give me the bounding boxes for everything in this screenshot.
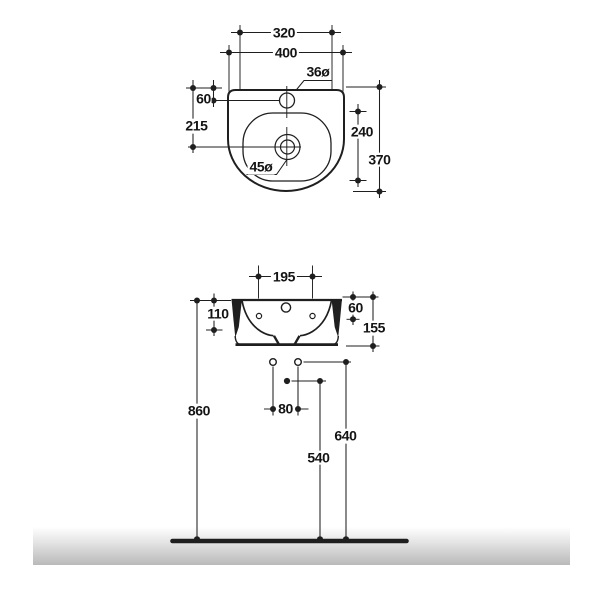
dim-label-860: 860	[185, 402, 213, 419]
overflow-hole-right	[309, 312, 316, 320]
dim-label-400: 400	[272, 44, 300, 61]
tap-hole-front-view	[280, 302, 292, 313]
dim-label-110: 110	[205, 305, 231, 322]
overflow-hole-left	[255, 312, 263, 320]
drain-trap-right	[293, 335, 301, 345]
dim-label-195: 195	[270, 268, 298, 285]
dim-label-155: 155	[360, 319, 388, 336]
front-view-drawing	[190, 265, 380, 543]
dim-label-370: 370	[366, 151, 393, 168]
dim-label-45-diameter: 45ø	[247, 158, 275, 175]
dim-label-215: 215	[183, 117, 210, 134]
dim-label-80: 80	[277, 400, 294, 417]
right-wall-section	[331, 299, 342, 338]
dim-label-240: 240	[348, 123, 376, 140]
dim-label-640: 640	[332, 427, 359, 444]
left-wall-section	[231, 299, 242, 338]
drain-trap-left	[272, 335, 280, 345]
fixing-hole-left	[269, 358, 278, 367]
dim-label-36-diameter: 36ø	[304, 63, 332, 80]
dim-label-320: 320	[270, 24, 298, 41]
wall-shadow-band	[33, 527, 570, 565]
dim-label-60-front-view: 60	[347, 299, 364, 316]
drain-outlet-point	[283, 377, 291, 385]
dim-label-540: 540	[305, 449, 332, 466]
drain-leader-line	[246, 159, 288, 176]
dim-label-60-top-view: 60	[195, 90, 212, 107]
fixing-hole-right	[294, 358, 303, 367]
